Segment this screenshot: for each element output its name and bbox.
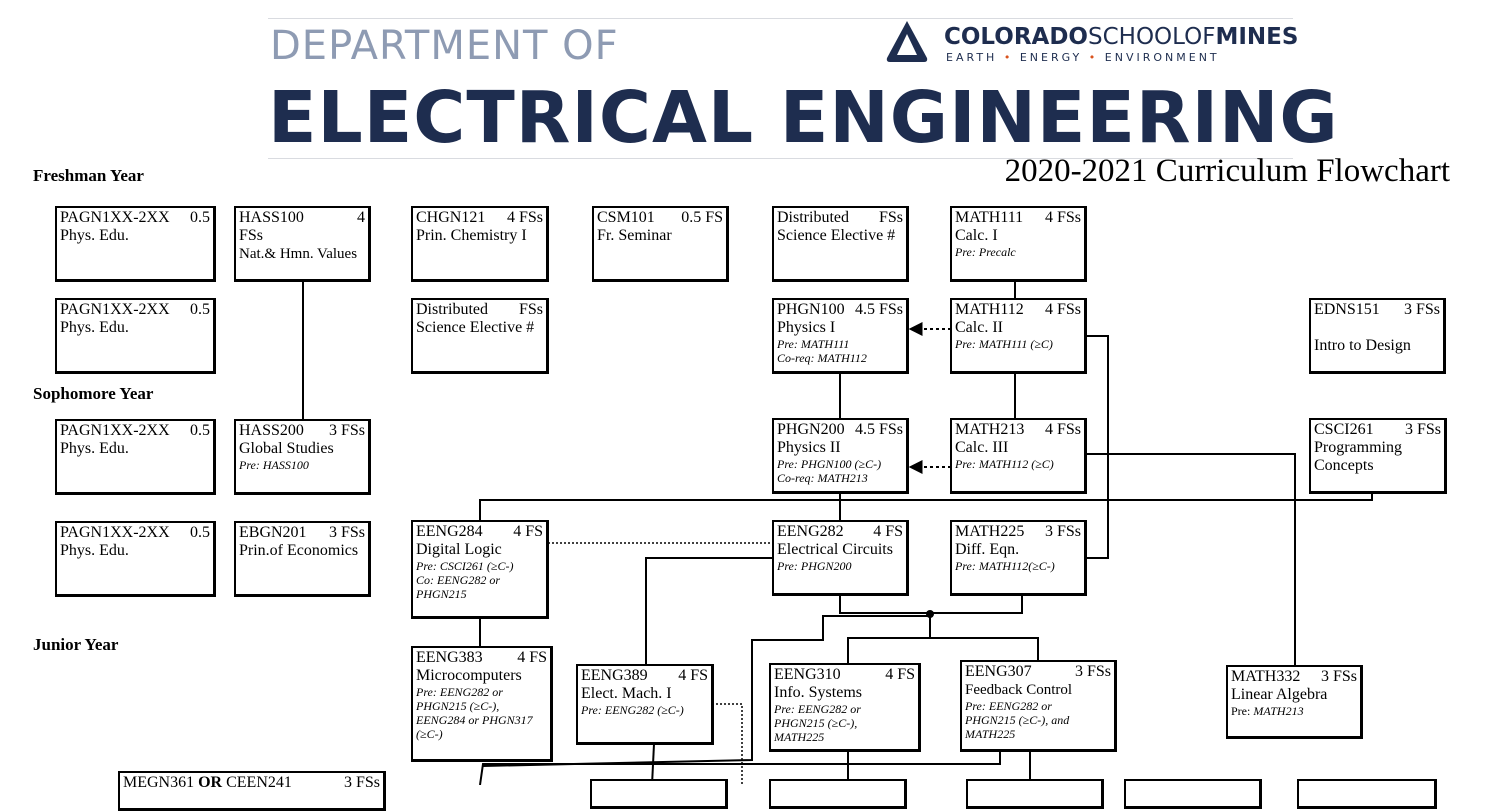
course-box-partial-5[interactable] — [1297, 779, 1437, 809]
department-of-heading: DEPARTMENT OF — [270, 23, 619, 69]
year-label-sophomore: Sophomore Year — [33, 384, 154, 403]
school-tagline: EARTH • ENERGY • ENVIRONMENT — [946, 51, 1220, 64]
page-title: 2020-2021 Curriculum Flowchart — [1004, 153, 1450, 189]
department-name-heading: ELECTRICAL ENGINEERING — [268, 76, 1339, 159]
school-wordmark: COLORADOSCHOOLOFMINES — [944, 24, 1299, 50]
header-top-rule — [268, 18, 1293, 19]
year-label-junior: Junior Year — [33, 635, 119, 654]
course-box-partial-3[interactable] — [966, 779, 1104, 809]
course-box-partial-2[interactable] — [769, 779, 907, 809]
year-label-freshman: Freshman Year — [33, 166, 144, 185]
course-box-partial-1[interactable] — [590, 779, 728, 809]
header-bottom-rule — [268, 158, 1293, 159]
prerequisite-connectors — [302, 280, 1373, 785]
course-box-partial-4[interactable] — [1124, 779, 1262, 809]
mines-triangle-logo-icon — [886, 21, 928, 62]
